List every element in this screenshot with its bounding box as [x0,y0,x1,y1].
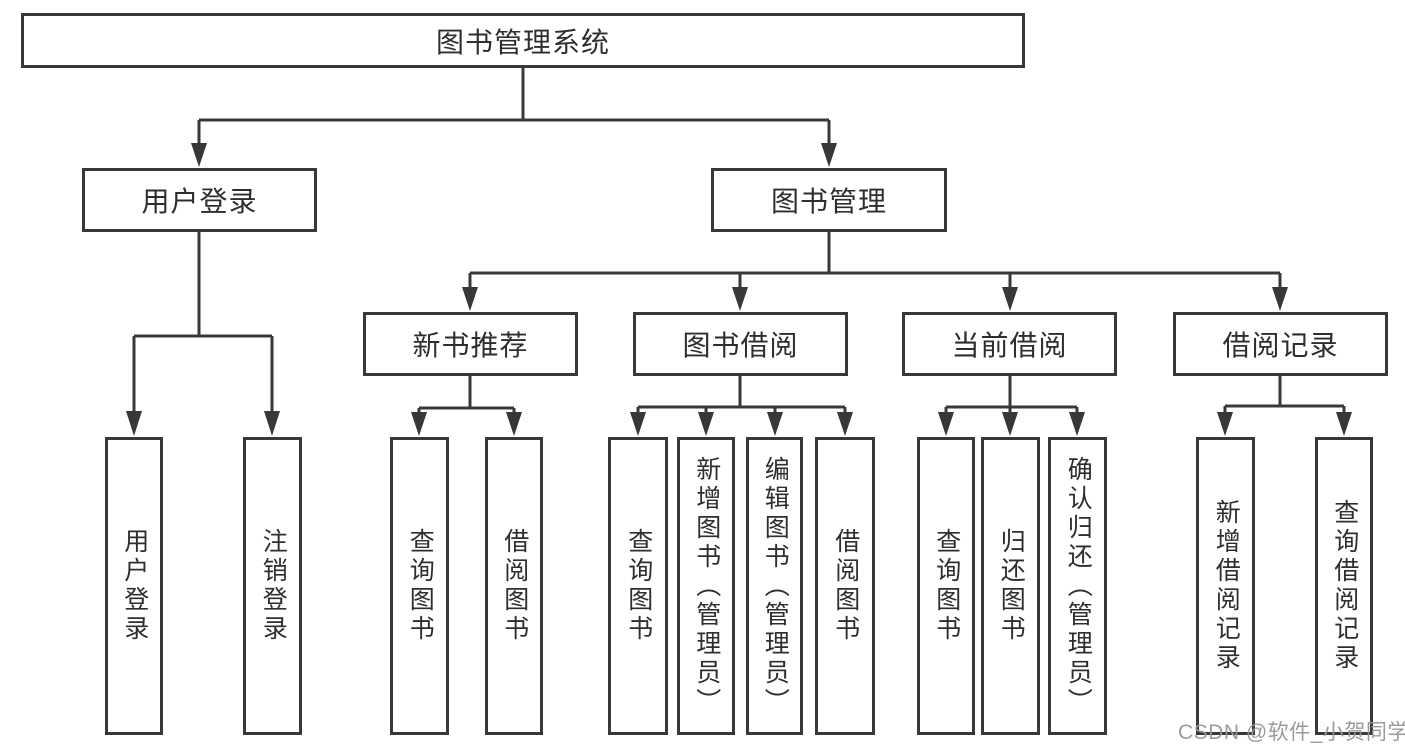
leaf-query-books-1-label: 查询图书 [406,528,435,644]
leaf-query-books-2: 查询图书 [608,437,668,735]
leaf-edit-book-admin-label: 编辑图书（管理员） [761,455,790,717]
node-current-borrowing-label: 当前借阅 [951,330,1068,361]
node-book-borrowing: 图书借阅 [633,312,848,376]
leaf-return-book-label: 归还图书 [997,528,1026,644]
leaf-borrow-books-1-label: 借阅图书 [500,528,529,644]
node-book-management: 图书管理 [711,168,947,232]
leaf-borrow-books-2: 借阅图书 [815,437,875,735]
leaf-borrow-books-2-label: 借阅图书 [831,528,860,644]
leaf-query-books-1: 查询图书 [390,437,449,735]
leaf-confirm-return-admin-label: 确认归还（管理员） [1064,455,1093,717]
node-borrowing-records: 借阅记录 [1173,312,1388,376]
leaf-user-login: 用户登录 [105,437,163,735]
leaf-borrow-books-1: 借阅图书 [485,437,543,735]
node-root-label: 图书管理系统 [435,26,610,58]
node-root-system: 图书管理系统 [21,13,1025,68]
leaf-add-borrow-record: 新增借阅记录 [1196,437,1255,735]
node-borrowing-records-label: 借阅记录 [1222,330,1339,361]
leaf-confirm-return-admin: 确认归还（管理员） [1048,437,1107,735]
leaf-return-book: 归还图书 [981,437,1040,735]
node-new-book-recommendation: 新书推荐 [363,312,578,376]
node-user-login: 用户登录 [82,168,317,232]
csdn-watermark: CSDN @软件_小贺同学 [1178,721,1405,744]
leaf-query-books-3: 查询图书 [917,437,975,735]
leaf-logout-label: 注销登录 [259,528,288,644]
leaf-edit-book-admin: 编辑图书（管理员） [746,437,803,735]
leaf-add-book-admin: 新增图书（管理员） [677,437,735,735]
node-user-login-label: 用户登录 [141,186,258,217]
leaf-logout: 注销登录 [243,437,302,735]
leaf-query-borrow-record: 查询借阅记录 [1315,437,1373,735]
node-current-borrowing: 当前借阅 [902,312,1117,376]
node-book-management-label: 图书管理 [770,186,887,217]
leaf-add-borrow-record-label: 新增借阅记录 [1212,499,1241,673]
leaf-query-books-3-label: 查询图书 [932,528,961,644]
leaf-query-borrow-record-label: 查询借阅记录 [1330,499,1359,673]
leaf-add-book-admin-label: 新增图书（管理员） [692,455,721,717]
node-new-book-recommendation-label: 新书推荐 [412,330,529,361]
leaf-user-login-label: 用户登录 [120,528,149,644]
node-book-borrowing-label: 图书借阅 [682,330,799,361]
leaf-query-books-2-label: 查询图书 [624,528,653,644]
